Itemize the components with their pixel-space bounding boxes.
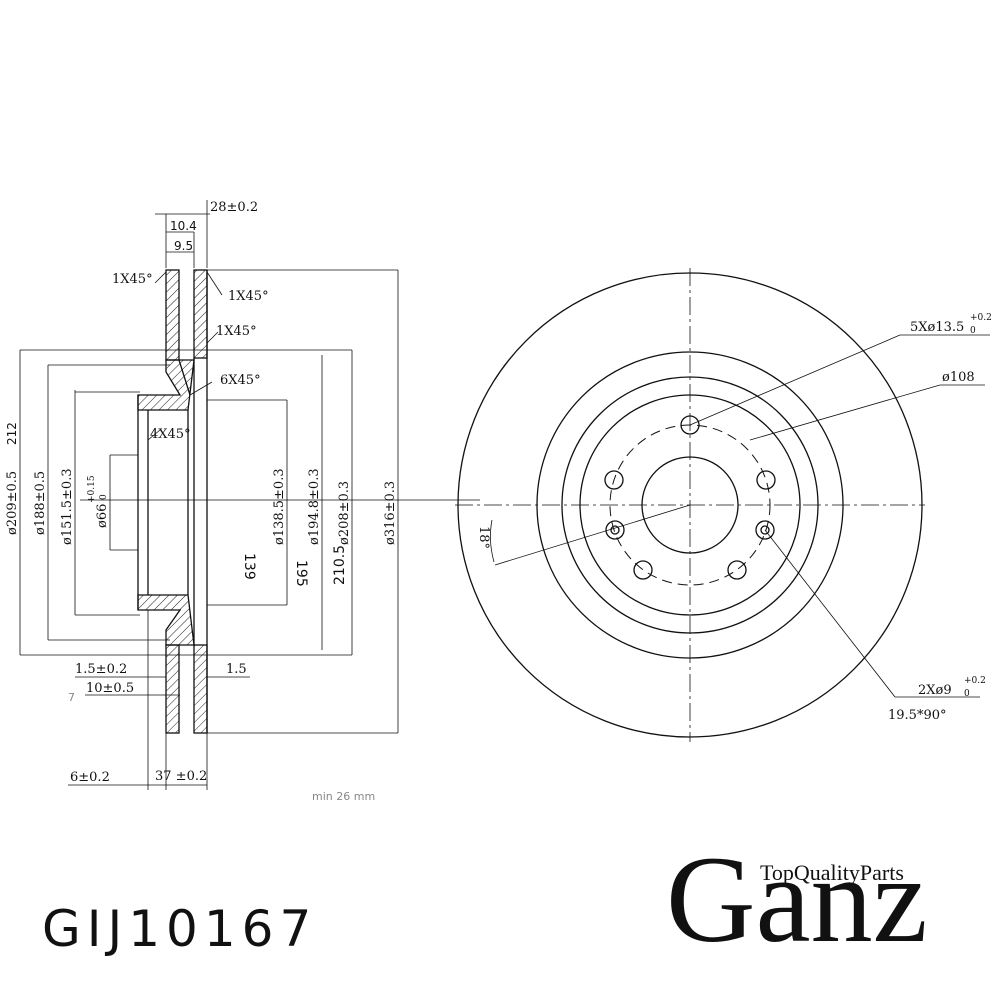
label-disc-width: 10.4 [170, 219, 197, 233]
brand-logo-text: Ganz [666, 831, 928, 968]
part-number: GIJ10167 [42, 900, 318, 958]
label-d188: ø188±0.5 [33, 471, 48, 535]
label-bolt-tol-lower: 0 [970, 326, 976, 336]
label-min-thickness: min 26 mm [312, 790, 375, 803]
brand-tagline: TopQualityParts [760, 860, 904, 885]
bolt-hole [756, 470, 776, 490]
bottom-outer-ring-section [165, 644, 180, 734]
label-pin-tol-lower: 0 [964, 689, 970, 699]
top-outer-ring-section [165, 269, 180, 361]
label-thk-1-5: 1.5 [226, 662, 247, 677]
section-view [19, 200, 480, 790]
bolt-hole [727, 560, 747, 580]
label-chamfer-mid: 1X45° [216, 324, 257, 339]
label-chamfer-hat: 6X45° [220, 373, 261, 388]
bolt-hole [633, 560, 653, 580]
label-d66-tol-upper: +0.15 [87, 475, 97, 503]
bottom-inner-ring-section [193, 644, 208, 734]
label-pin-holes: 2Xø9 [918, 683, 952, 698]
label-d194: ø194.8±0.3 [307, 468, 322, 545]
label-d209: ø209±0.5 [5, 471, 20, 535]
label-d316: ø316±0.3 [383, 481, 398, 545]
hat-profile-bottom [137, 594, 195, 646]
label-thk-10: 10±0.5 [86, 681, 134, 696]
hat-profile-top [137, 359, 195, 411]
pin-hole [755, 520, 775, 540]
front-view-labels: 5Xø13.5 +0.2 0 ø108 18° 2Xø9 +0.2 0 19.5… [476, 313, 992, 723]
label-bottom-6: 6±0.2 [70, 770, 110, 785]
label-d212: 212 [5, 422, 19, 445]
label-pin-tol-upper: +0.2 [964, 676, 986, 686]
pin-hole [610, 525, 620, 535]
label-thk-1-5-tol: 1.5±0.2 [75, 662, 127, 677]
label-chamfer-hub: 4X45° [150, 427, 191, 442]
label-d210: 210.5 [332, 545, 348, 585]
label-d139: 139 [241, 553, 257, 580]
label-chamfer-tl: 1X45° [112, 272, 153, 287]
label-d66-tol-lower: 0 [99, 494, 109, 500]
bolt-hole [604, 470, 624, 490]
pin-hole [605, 520, 625, 540]
label-bolt-holes: 5Xø13.5 [910, 320, 964, 335]
label-d151: ø151.5±0.3 [60, 468, 75, 545]
label-d66: ø66 [95, 504, 110, 528]
label-pcd: ø108 [942, 370, 975, 385]
label-d138: ø138.5±0.3 [272, 468, 287, 545]
label-d195: 195 [293, 560, 309, 587]
label-bolt-tol-upper: +0.2 [970, 313, 992, 323]
label-angle: 18° [476, 526, 491, 549]
label-bottom-37: 37 ±0.2 [155, 769, 207, 784]
label-pin-position: 19.5*90° [888, 708, 947, 723]
label-vent-width: 9.5 [174, 239, 193, 253]
top-inner-ring-section [193, 269, 208, 359]
front-view [455, 268, 990, 742]
label-thk-7: 7 [68, 691, 75, 704]
pin-hole [760, 525, 770, 535]
label-chamfer-tr: 1X45° [228, 289, 269, 304]
label-overall-width: 28±0.2 [210, 200, 258, 215]
label-d208: ø208±0.3 [337, 481, 352, 545]
section-view-labels: 28±0.2 10.4 9.5 1X45° 1X45° 1X45° 6X45° … [5, 200, 398, 803]
